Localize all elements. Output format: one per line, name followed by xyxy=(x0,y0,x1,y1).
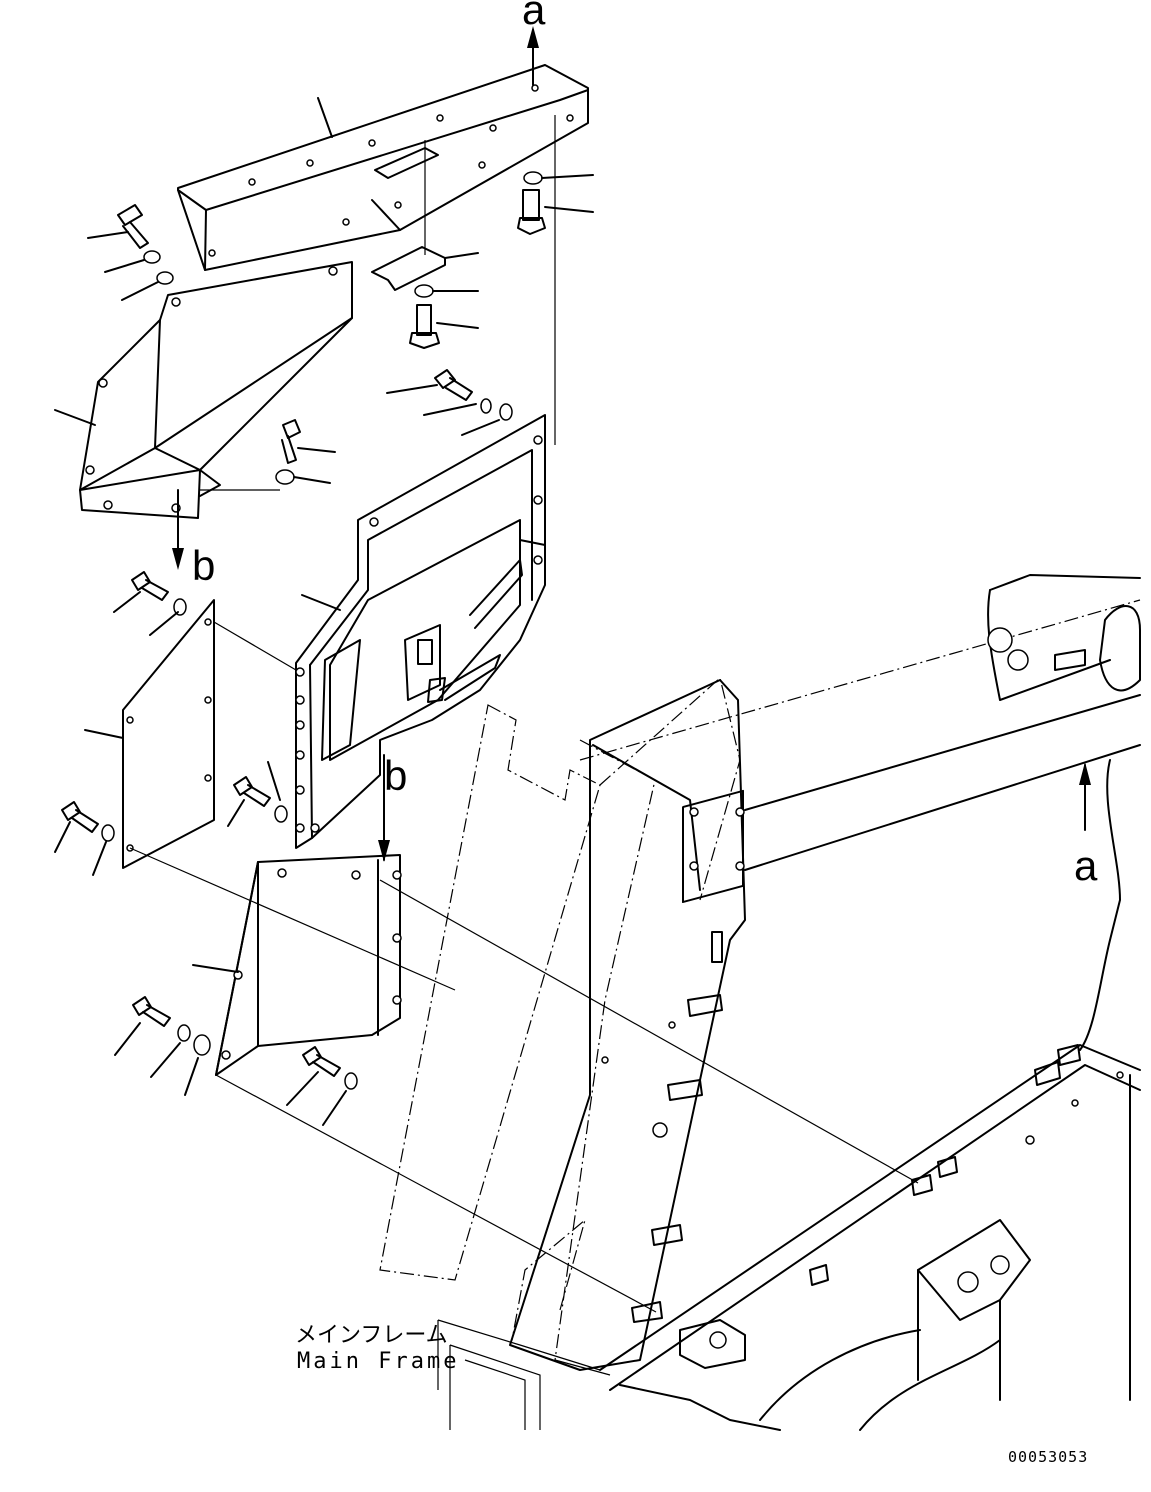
bolt-washers-upper-left xyxy=(87,204,174,301)
lower-guard xyxy=(192,854,657,1313)
view-label-b-center: b xyxy=(384,752,407,799)
drawing-number: 00053053 xyxy=(1008,1448,1088,1466)
bolt-washer-center xyxy=(227,761,288,827)
main-frame: a xyxy=(379,574,1141,1431)
view-arrow-b-center: b xyxy=(378,752,407,862)
view-arrow-b-left: b xyxy=(172,489,215,589)
bolt-washers-left xyxy=(113,571,187,636)
main-frame-label-en: Main Frame xyxy=(297,1349,459,1374)
top-bracket xyxy=(177,64,589,271)
view-label-b-left: b xyxy=(192,542,215,589)
door-frame xyxy=(295,414,546,849)
view-label-a-top: a xyxy=(522,0,546,33)
bolt-washers-upper-right xyxy=(386,369,513,436)
left-chute xyxy=(54,261,353,519)
view-label-a-right: a xyxy=(1074,842,1098,889)
bolt-washer-mid xyxy=(200,419,336,491)
washer-bolt-top-right xyxy=(517,171,594,235)
view-arrow-a-top: a xyxy=(522,0,546,86)
main-frame-label-jp: メインフレーム xyxy=(295,1323,448,1348)
bolt-washers-lower-left xyxy=(54,801,115,876)
small-plate xyxy=(371,246,479,349)
bolt-washers-bottom xyxy=(114,996,358,1126)
